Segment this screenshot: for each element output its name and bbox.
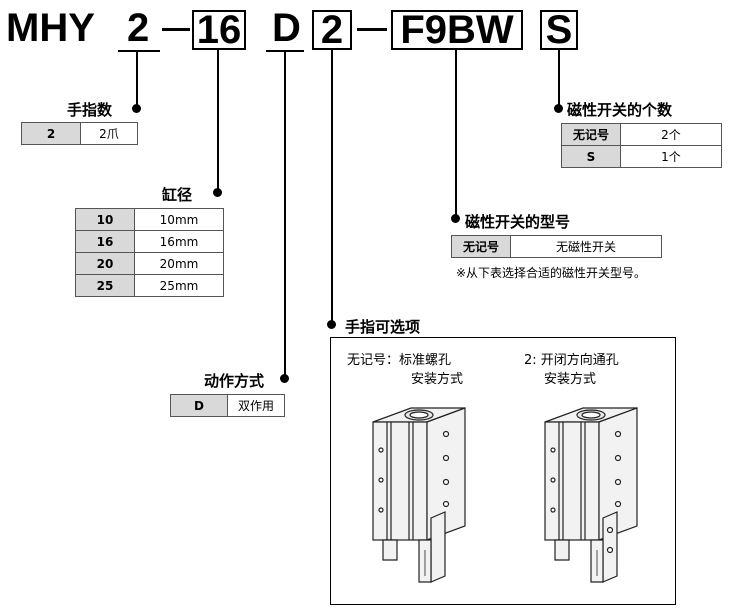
leader-fingers: [136, 52, 138, 106]
leader-bore-dot: [213, 188, 222, 197]
action-table: D 双作用: [170, 394, 285, 417]
code-fingers: 2: [127, 6, 150, 50]
bore-value: 20mm: [134, 252, 224, 275]
switch-qty-key: 无记号: [561, 123, 621, 146]
action-value: 双作用: [227, 394, 285, 417]
leader-switch-type: [455, 50, 457, 216]
bore-key: 16: [75, 230, 135, 253]
code-dash-1: [162, 28, 190, 31]
code-dash-2: [357, 28, 387, 31]
bore-value: 10mm: [134, 208, 224, 231]
switch-type-label: 磁性开关的型号: [465, 213, 571, 231]
bore-table: 10 10mm 16 16mm 20 20mm 25 25mm: [75, 208, 224, 297]
switch-qty-table: 无记号 2个 S 1个: [561, 123, 722, 168]
leader-fingers-dot: [132, 104, 141, 113]
option-none-line2: 安装方式: [411, 372, 464, 387]
finger-option-panel: 无记号：标准螺孔 安装方式 2: 开闭方向通孔 安装方式: [330, 337, 676, 605]
switch-type-table: 无记号 无磁性开关: [451, 235, 662, 258]
option-2-line2: 安装方式: [544, 372, 597, 387]
action-key: D: [170, 394, 228, 417]
bore-key: 25: [75, 274, 135, 297]
switch-type-note: ※从下表选择合适的磁性开关型号。: [456, 266, 647, 280]
leader-finger-option-dot: [327, 320, 336, 329]
switch-qty-key: S: [561, 145, 621, 168]
leader-action-dot: [280, 374, 289, 383]
code-fingers-underline: [118, 50, 160, 52]
table-row: 无记号 2个: [561, 123, 722, 146]
code-switch-qty-box: S: [540, 10, 578, 50]
table-row: 10 10mm: [75, 208, 224, 231]
fingers-value: 2爪: [80, 122, 138, 145]
switch-qty-label: 磁性开关的个数: [567, 101, 673, 119]
gripper-standard-illustration: [372, 407, 466, 583]
option-2-line1: 2: 开闭方向通孔: [524, 353, 619, 368]
code-action-underline: [266, 50, 304, 52]
option-none-line1: 无记号：标准螺孔: [347, 353, 452, 368]
model-prefix: MHY: [6, 6, 95, 50]
fingers-table: 2 2爪: [21, 122, 138, 145]
leader-finger-option: [331, 50, 333, 322]
code-bore-box: 16: [192, 10, 246, 50]
table-row: 16 16mm: [75, 230, 224, 253]
switch-type-key: 无记号: [451, 235, 511, 258]
finger-option-label: 手指可选项: [345, 318, 421, 336]
code-switch-type-box: F9BW: [391, 10, 523, 50]
leader-switch-type-dot: [451, 214, 460, 223]
table-row: 2 2爪: [21, 122, 138, 145]
bore-value: 16mm: [134, 230, 224, 253]
leader-switch-qty: [558, 50, 560, 106]
table-row: 25 25mm: [75, 274, 224, 297]
table-row: 20 20mm: [75, 252, 224, 275]
fingers-label: 手指数: [67, 101, 113, 119]
leader-switch-qty-dot: [554, 104, 563, 113]
table-row: 无记号 无磁性开关: [451, 235, 662, 258]
bore-key: 10: [75, 208, 135, 231]
code-action: D: [272, 6, 301, 50]
bore-key: 20: [75, 252, 135, 275]
switch-qty-value: 1个: [620, 145, 722, 168]
table-row: D 双作用: [170, 394, 285, 417]
leader-action: [284, 52, 286, 378]
leader-bore: [217, 50, 219, 190]
code-finger-option-box: 2: [312, 10, 352, 50]
action-label: 动作方式: [204, 372, 265, 390]
switch-type-value: 无磁性开关: [510, 235, 662, 258]
fingers-key: 2: [21, 122, 81, 145]
bore-label: 缸径: [162, 186, 193, 204]
table-row: S 1个: [561, 145, 722, 168]
switch-qty-value: 2个: [620, 123, 722, 146]
gripper-through-hole-illustration: [544, 407, 638, 583]
bore-value: 25mm: [134, 274, 224, 297]
